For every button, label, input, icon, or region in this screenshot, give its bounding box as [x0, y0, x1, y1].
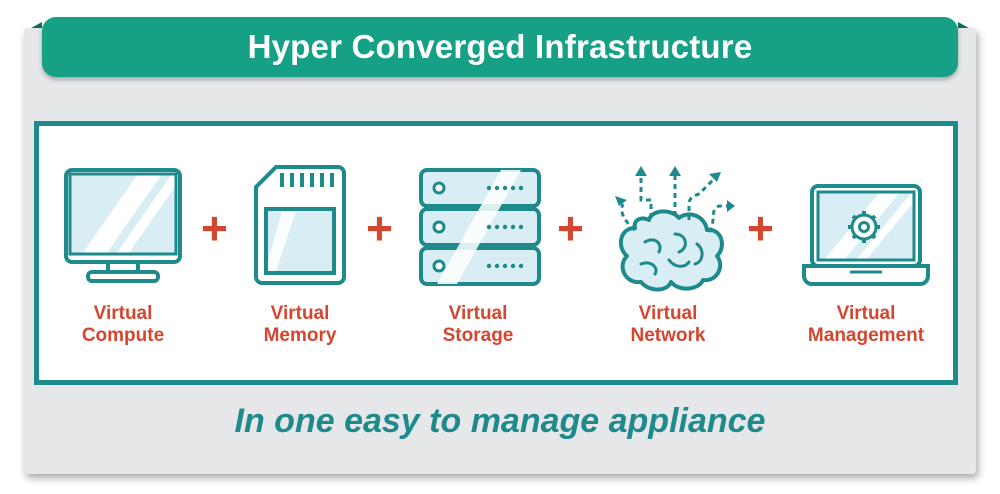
- monitor-icon: [64, 168, 182, 283]
- plus-sign: +: [366, 202, 393, 254]
- memory-card-icon: [254, 165, 346, 285]
- label-virtual-memory: Virtual Memory: [263, 303, 337, 346]
- plus-sign: +: [201, 202, 228, 254]
- server-stack-icon: [419, 168, 541, 286]
- label-virtual-network: Virtual Network: [630, 303, 706, 346]
- page-title: Hyper Converged Infrastructure: [247, 28, 753, 65]
- ribbon-fold-left: [24, 22, 42, 32]
- title-banner: Hyper Converged Infrastructure: [42, 17, 958, 77]
- plus-sign: +: [747, 202, 774, 254]
- plus-sign: +: [557, 202, 584, 254]
- laptop-gear-icon: [802, 184, 930, 286]
- label-virtual-storage: Virtual Storage: [442, 303, 514, 346]
- label-virtual-compute: Virtual Compute: [81, 303, 165, 346]
- label-virtual-management: Virtual Management: [807, 303, 925, 346]
- brain-network-icon: [615, 166, 735, 292]
- tagline: In one easy to manage appliance: [234, 402, 766, 440]
- ribbon-fold-right: [958, 22, 976, 32]
